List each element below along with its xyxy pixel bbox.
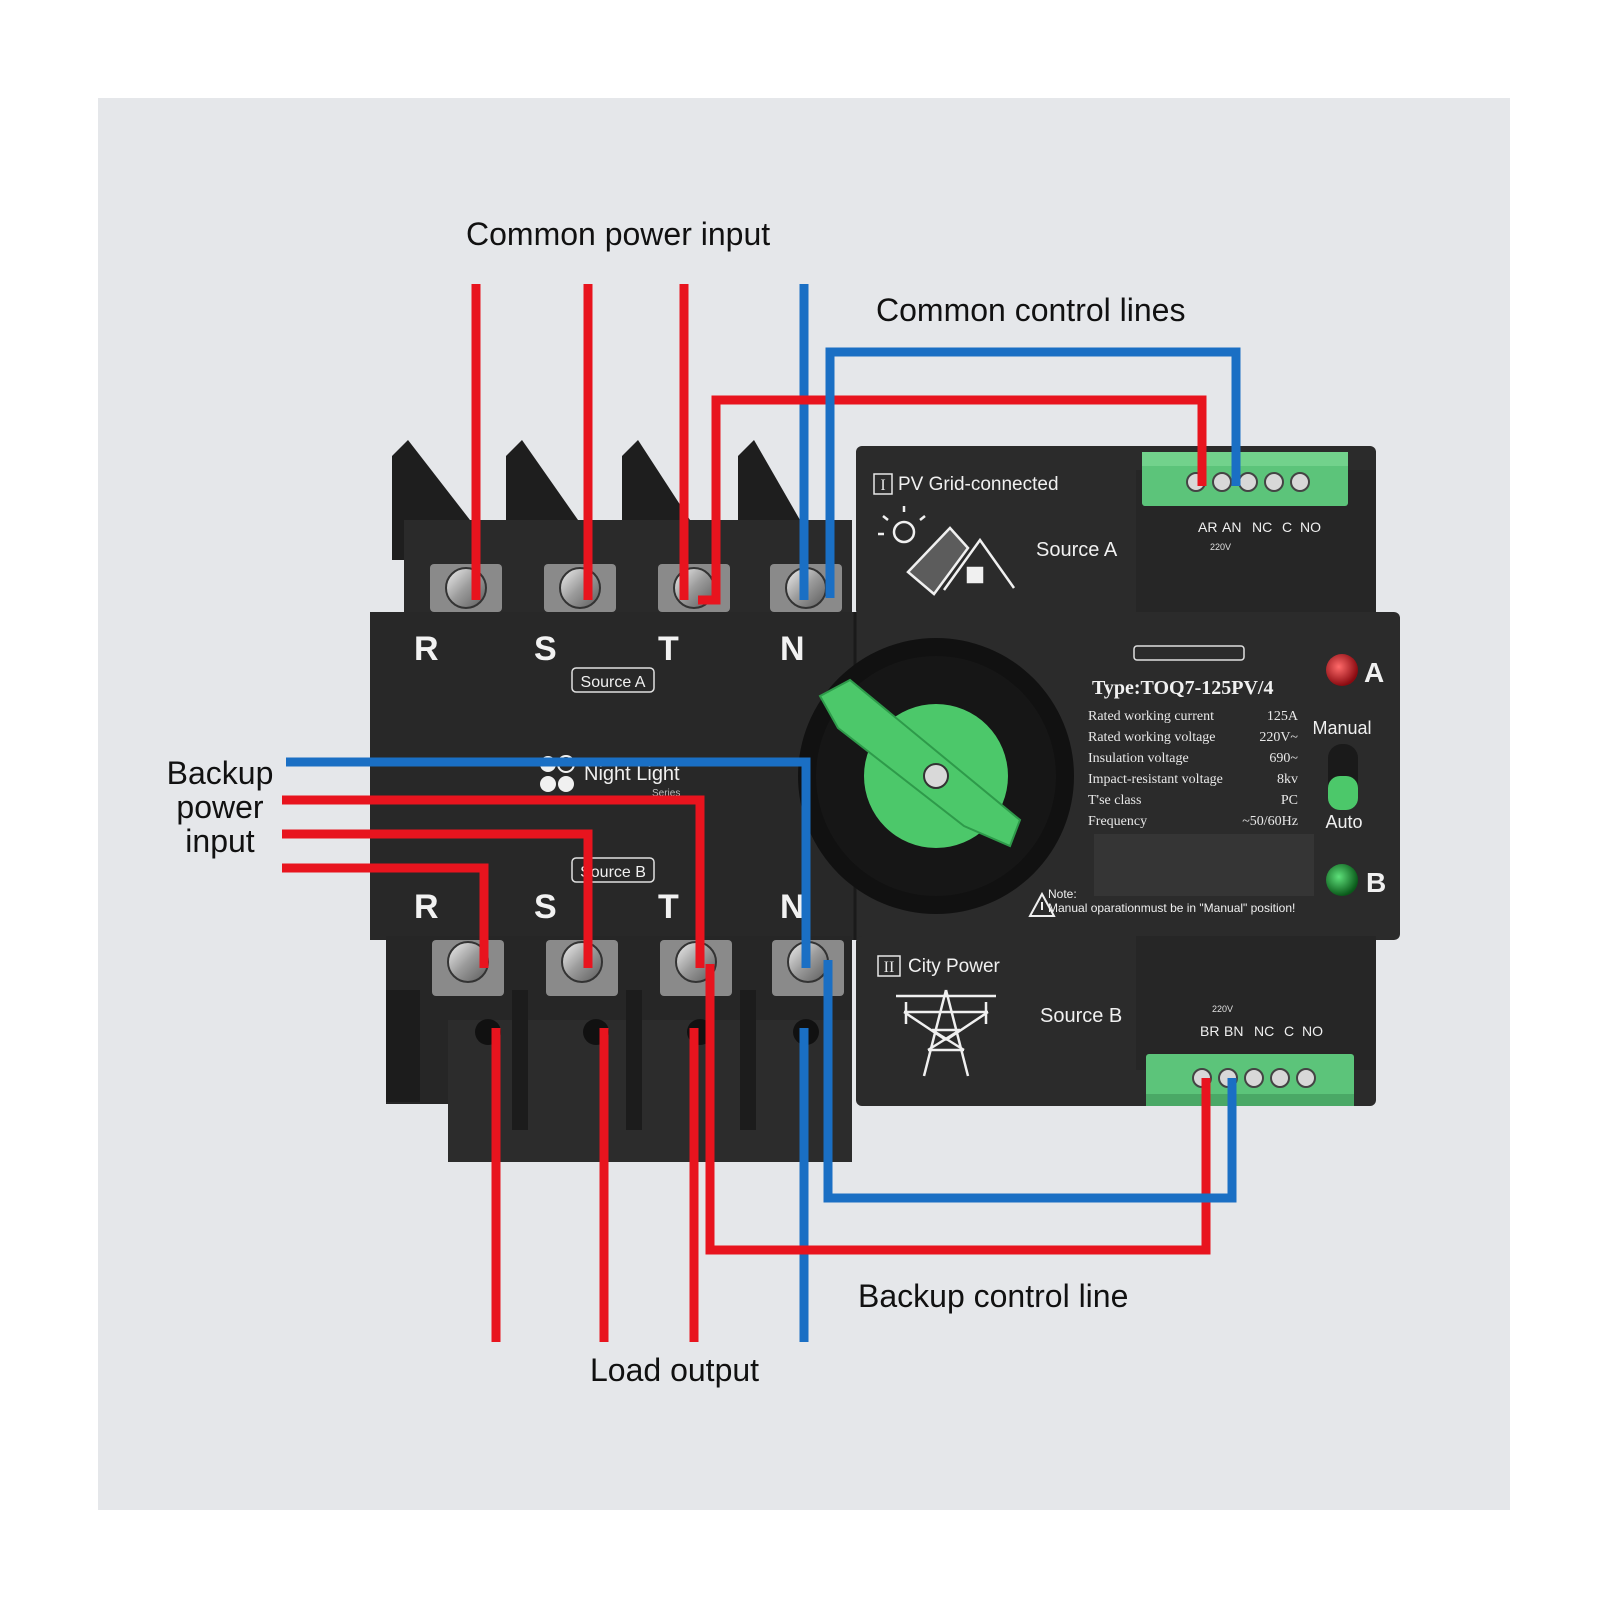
spec-label: Rated working voltage: [1088, 730, 1216, 745]
bottom-fin-2: [512, 990, 528, 1130]
rotary-switch[interactable]: [798, 638, 1074, 914]
nameplate-redaction: [1094, 834, 1314, 896]
spec-label: Frequency: [1088, 814, 1147, 829]
bottom-module-shade: [1136, 936, 1376, 1070]
screw-icon: [559, 567, 601, 609]
backup-power-input-line-2: power: [176, 789, 264, 825]
bottom-module-title: City Power: [908, 956, 1001, 977]
top-term-an: AN: [1222, 519, 1241, 535]
main-body-left: [370, 612, 854, 940]
bottom-term-bn: BN: [1224, 1023, 1243, 1039]
brand-series: Night Light: [584, 763, 680, 785]
source-b-tag-frame: [571, 857, 655, 883]
common-control-wire-neutral: [825, 347, 1241, 598]
top-module-title: PV Grid-connected: [898, 474, 1059, 495]
bottom-roman: II: [884, 959, 895, 976]
spec-value: 125A: [1267, 709, 1299, 724]
bottom-term-br: BR: [1200, 1023, 1219, 1039]
nameplate-type: Type:TOQ7-125PV/4: [1092, 677, 1273, 699]
handle-screw-icon: [923, 763, 949, 789]
mode-toggle[interactable]: [1328, 776, 1358, 810]
backup-control-wire-live: [705, 964, 1211, 1255]
spec-value: 8kv: [1277, 772, 1298, 787]
common-control-lines-label: Common control lines: [876, 292, 1186, 328]
handle-lever[interactable]: [818, 678, 1022, 848]
spec-value: 220V~: [1259, 730, 1298, 745]
indicator-b-label: B: [1366, 867, 1386, 898]
source-a-tag-frame: [571, 667, 655, 693]
bottom-control-terminal: [1146, 1054, 1354, 1106]
bottom-voltage: 220V: [1212, 1004, 1233, 1014]
bottom-letter-t: T: [658, 888, 679, 926]
spec-label: T'se class: [1088, 793, 1141, 808]
spec-value: PC: [1281, 793, 1298, 808]
top-roman-frame: [873, 473, 893, 495]
source-a-tag: Source A: [581, 674, 646, 691]
backup-power-input-line-3: input: [185, 823, 255, 859]
bottom-term-nc: NC: [1254, 1023, 1274, 1039]
bottom-fin-1: [386, 990, 420, 1102]
note-title: Note:: [1048, 887, 1077, 901]
top-letter-t: T: [658, 630, 679, 668]
backup-input-wire-r: [282, 863, 489, 968]
backup-input-wire-s: [282, 829, 593, 968]
spec-label: Insulation voltage: [1088, 751, 1189, 766]
power-tower-icon: [896, 989, 996, 1077]
top-term-no: NO: [1300, 519, 1321, 535]
ats-device: R S T N R S T N Source A Source B Night …: [370, 440, 1400, 1162]
spec-value: 690~: [1269, 751, 1298, 766]
load-output-label: Load output: [590, 1352, 760, 1388]
top-term-ar: AR: [1198, 519, 1217, 535]
top-letter-s: S: [534, 630, 557, 668]
indicator-a-led: [1326, 654, 1358, 686]
bottom-letter-s: S: [534, 888, 557, 926]
mode-auto-label: Auto: [1325, 812, 1362, 832]
backup-input-wire-n: [286, 757, 811, 968]
backup-input-wire-t: [282, 795, 705, 968]
spec-value: ~50/60Hz: [1242, 814, 1298, 829]
top-term-nc: NC: [1252, 519, 1272, 535]
bottom-fin-3: [626, 990, 642, 1130]
backup-power-input-line-1: Backup: [166, 755, 274, 791]
top-letter-n: N: [780, 630, 805, 668]
bottom-fin-4: [740, 990, 756, 1130]
top-source-label: Source A: [1036, 539, 1118, 561]
bottom-letter-n: N: [780, 888, 805, 926]
backup-control-wire-neutral: [823, 960, 1237, 1203]
bottom-roman-frame: [877, 955, 901, 977]
common-power-input-label: Common power input: [466, 216, 771, 252]
screw-icon: [561, 941, 603, 983]
bottom-source-label: Source B: [1040, 1005, 1122, 1027]
top-roman: I: [880, 477, 885, 494]
bottom-term-no: NO: [1302, 1023, 1323, 1039]
backup-control-line-label: Backup control line: [858, 1278, 1129, 1314]
backup-power-input-label: Backup power input: [150, 756, 290, 858]
brand-series-sub: Series: [652, 788, 680, 799]
warning-icon: [1028, 891, 1056, 917]
solar-house-icon: [878, 506, 1016, 596]
bottom-terminal-skirt: [448, 1020, 852, 1162]
bottom-letter-r: R: [414, 888, 439, 926]
note-text: Manual oparationmust be in "Manual" posi…: [1048, 901, 1295, 915]
bottom-term-c: C: [1284, 1023, 1294, 1039]
top-letter-r: R: [414, 630, 439, 668]
indicator-b-led: [1326, 864, 1358, 896]
brand-plate: [1133, 645, 1245, 661]
indicator-a-label: A: [1364, 657, 1384, 688]
top-control-terminal: [1142, 452, 1348, 506]
common-control-wire-live: [698, 395, 1207, 605]
top-term-c: C: [1282, 519, 1292, 535]
top-voltage: 220V: [1210, 542, 1231, 552]
spec-label: Impact-resistant voltage: [1088, 772, 1223, 787]
mode-manual-label: Manual: [1312, 718, 1371, 738]
source-b-tag: Source B: [580, 864, 646, 881]
spec-label: Rated working current: [1088, 709, 1214, 724]
wires: [282, 284, 1241, 1342]
